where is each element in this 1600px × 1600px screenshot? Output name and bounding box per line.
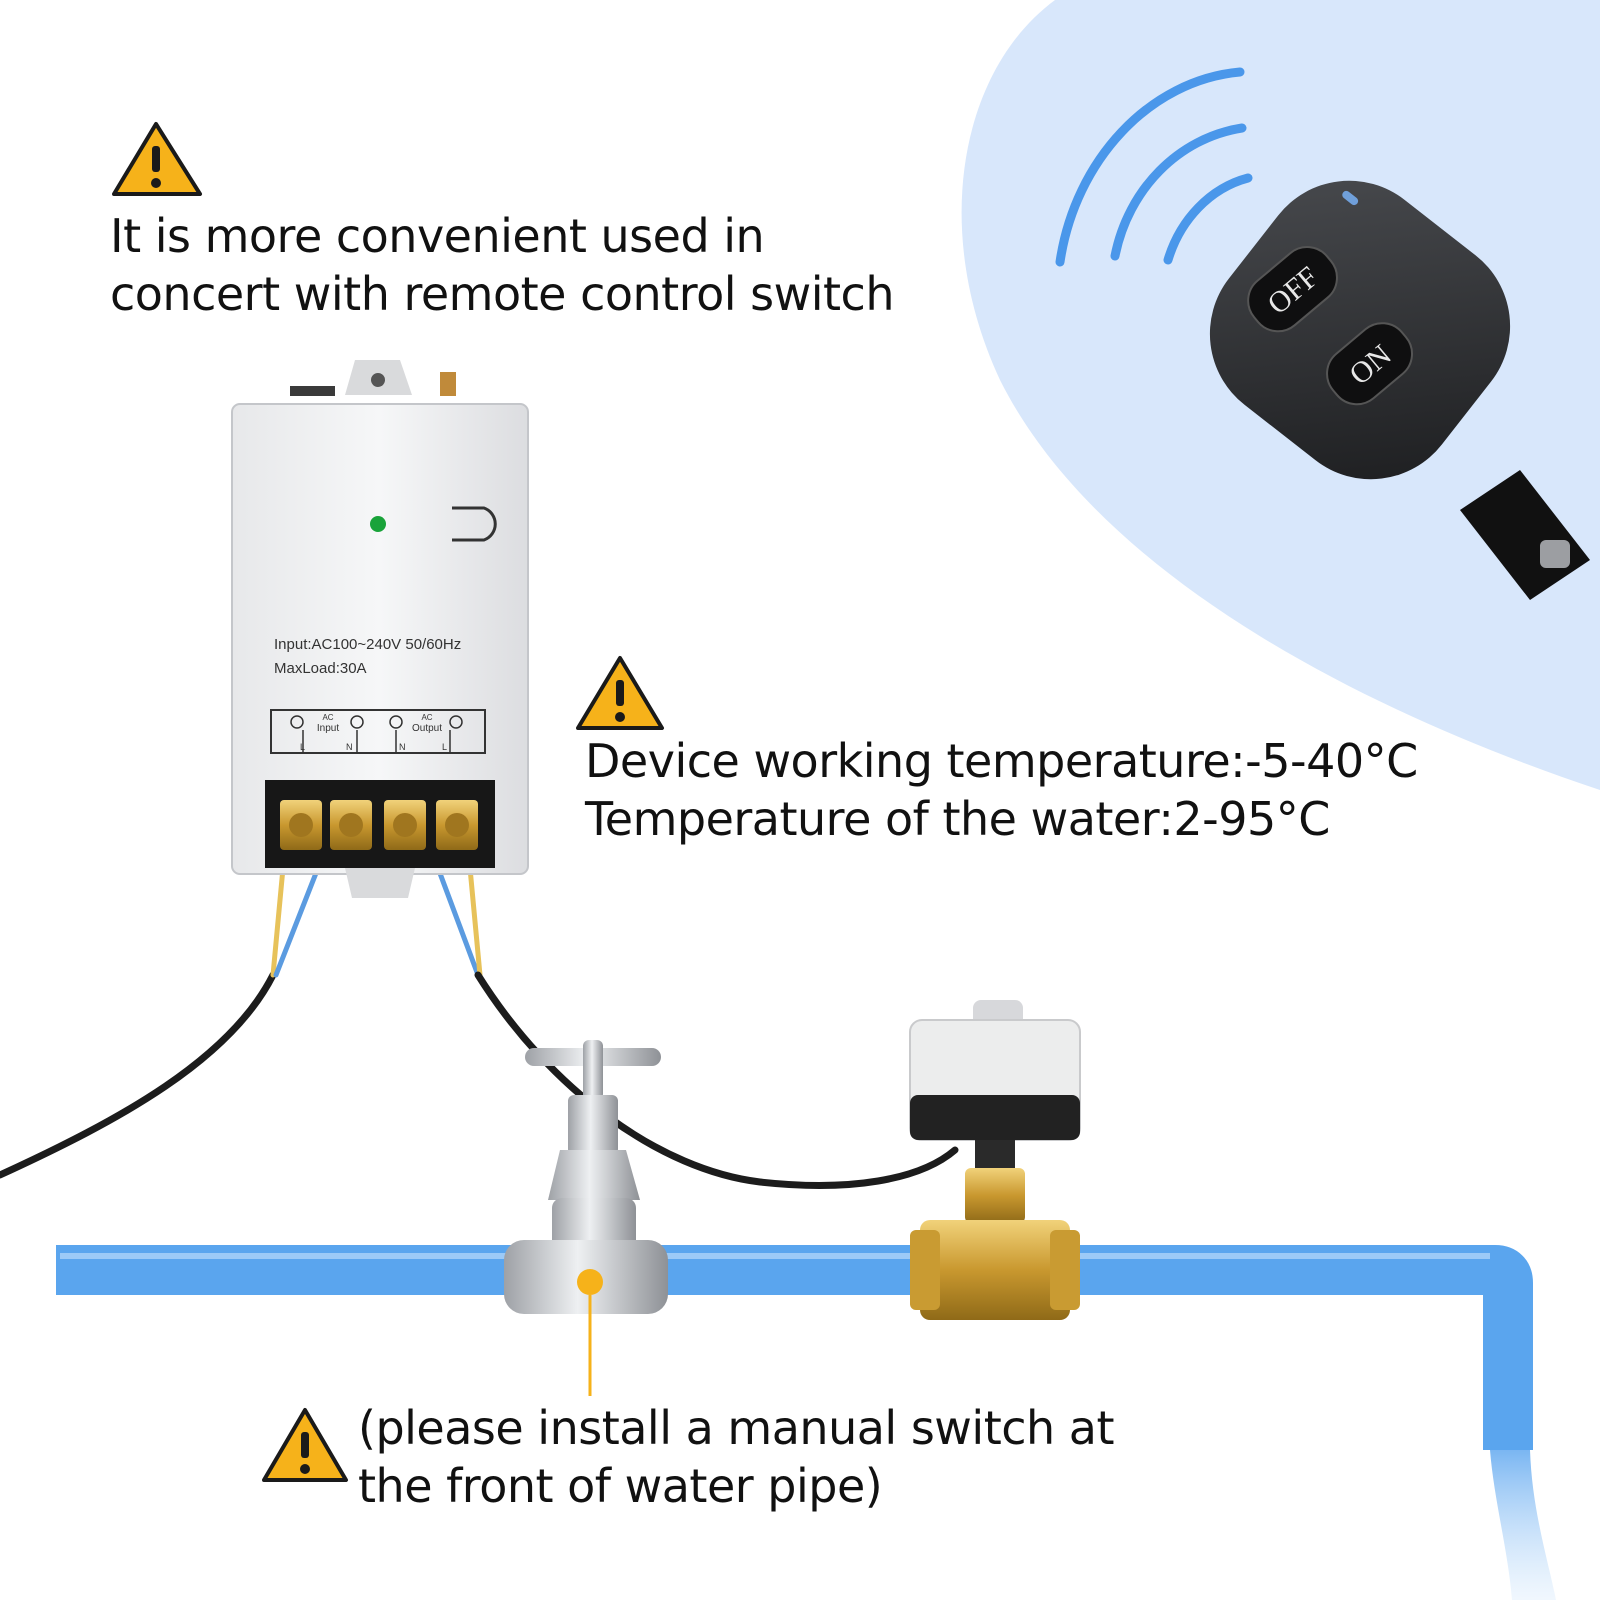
note-temperature-device: Device working temperature:-5-40°C xyxy=(585,734,1418,788)
note-remote-convenience: It is more convenient used in concert wi… xyxy=(110,208,895,323)
note-temperature-water: Temperature of the water:2-95°C xyxy=(585,791,1330,846)
manual-valve xyxy=(504,1040,668,1396)
terminal-ac-output-top: AC xyxy=(421,713,432,722)
terminal-ac-input-top: AC xyxy=(322,713,333,722)
note-remote-line1: It is more convenient used in xyxy=(110,209,765,263)
valve-marker xyxy=(577,1269,603,1295)
status-led xyxy=(370,516,386,532)
receiver-spec-input: Input:AC100~240V 50/60Hz xyxy=(274,636,461,653)
pin-n-input: N xyxy=(346,742,353,752)
pin-n-output: N xyxy=(399,742,406,752)
terminal-screws xyxy=(280,800,478,850)
warning-icon xyxy=(262,1408,348,1482)
note-manual-line1: (please install a manual switch at xyxy=(358,1401,1115,1455)
signal-waves-icon xyxy=(1055,67,1253,267)
note-temperature: Device working temperature:-5-40°C Tempe… xyxy=(585,733,1418,848)
remote-control: OFF ON xyxy=(1209,180,1590,600)
motorized-valve xyxy=(909,1000,1081,1320)
water-pipe xyxy=(56,1245,1533,1450)
receiver-spec-load: MaxLoad:30A xyxy=(274,660,367,677)
note-remote-line2: concert with remote control switch xyxy=(110,266,895,321)
pin-l-input: L xyxy=(300,742,305,752)
pin-l-output: L xyxy=(442,742,447,752)
receiver-box: Input:AC100~240V 50/60Hz MaxLoad:30A AC … xyxy=(231,360,529,898)
water-stream xyxy=(1490,1450,1556,1600)
terminal-label-strip xyxy=(270,709,486,754)
remote-on-button: ON xyxy=(1326,322,1414,406)
note-manual-switch: (please install a manual switch at the f… xyxy=(358,1400,1115,1515)
warning-icon xyxy=(112,122,202,196)
note-manual-line2: the front of water pipe) xyxy=(358,1458,883,1513)
terminal-output-label: Output xyxy=(412,723,442,734)
power-cables xyxy=(0,865,959,1189)
antenna-loop xyxy=(452,506,497,542)
terminal-input-label: Input xyxy=(317,723,339,734)
warning-icon xyxy=(576,656,664,730)
